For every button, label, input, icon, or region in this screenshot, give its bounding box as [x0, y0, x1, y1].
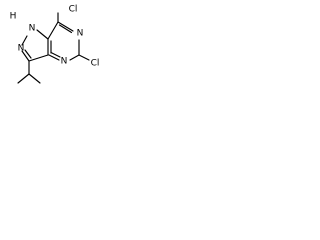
atom-label-n-top: N: [77, 29, 84, 39]
atom-label-n-pyrazole-2: N: [18, 44, 25, 54]
bond-c7-c7a: [47, 21, 59, 40]
atom-label-cl-top: Cl: [69, 5, 78, 15]
bond-c5-cl: [78, 54, 90, 61]
bond-c7-n6-double: [58, 24, 73, 34]
atom-label-n-bottom: N: [61, 57, 68, 67]
bond-n4-c3a-double: [50, 51, 61, 58]
bond-c7-n6: [57, 21, 74, 32]
bond-c3-c3a: [28, 54, 49, 62]
bond-isopropyl-methyl-right: [28, 73, 41, 84]
bond-n2-c3-double: [24, 49, 32, 59]
molecule-diagram: Cl N Cl N H N N: [0, 0, 106, 98]
bond-c5-n4: [69, 54, 80, 61]
atom-label-n-pyrazole-1: N: [29, 24, 36, 34]
bond-c7a-n1: [36, 29, 49, 40]
atom-label-cl-right: Cl: [91, 59, 100, 69]
bond-isopropyl-methyl-left: [17, 73, 30, 84]
structure-drawing: Cl N Cl N H N N: [10, 5, 100, 84]
atom-label-h: H: [10, 12, 17, 22]
bond-n1-n2: [21, 35, 28, 46]
bond-n4-c3a: [48, 54, 60, 61]
bond-n2-c3: [21, 50, 30, 62]
